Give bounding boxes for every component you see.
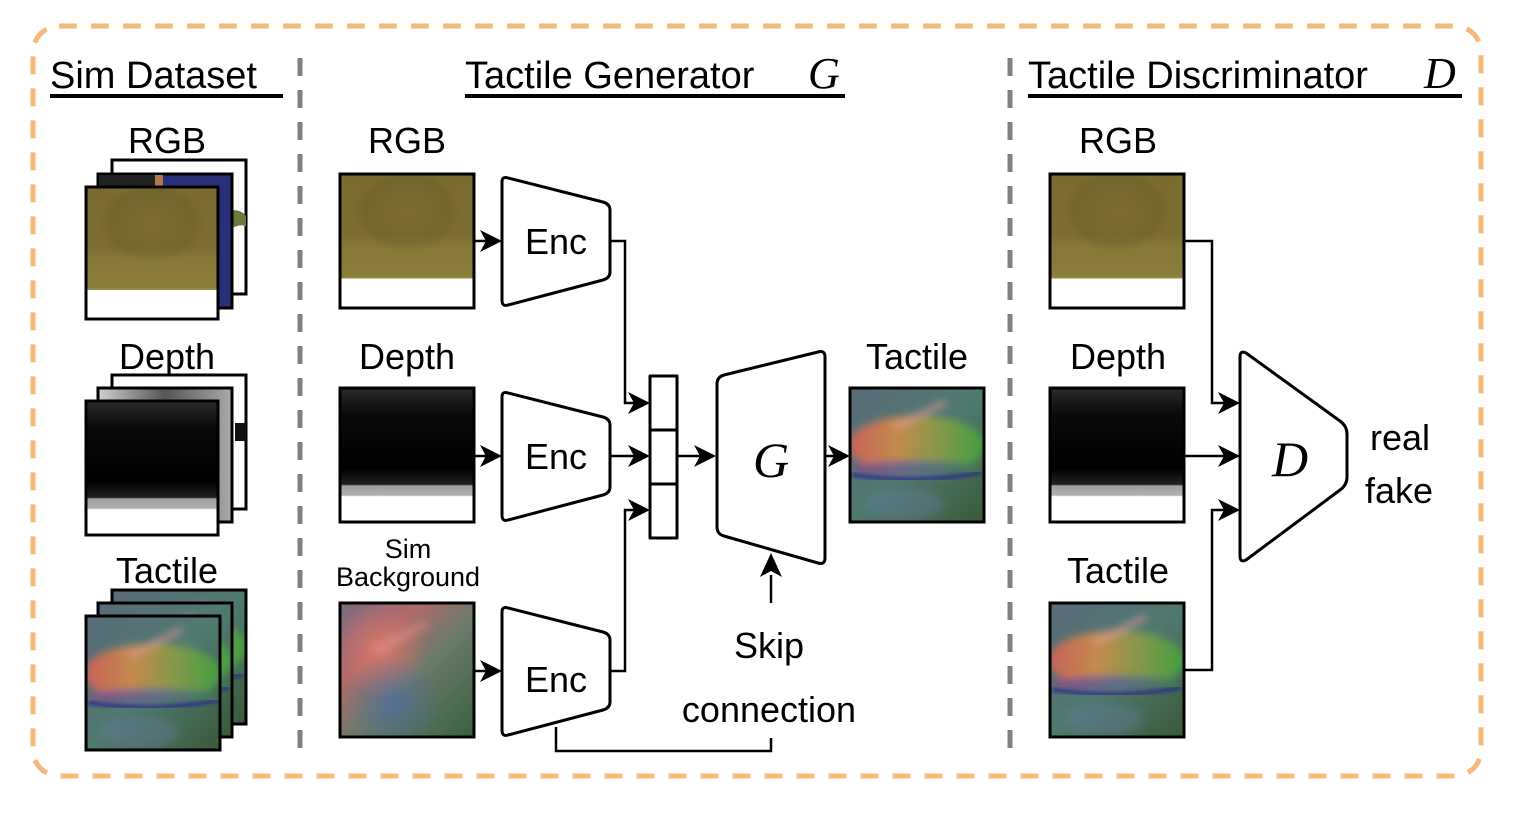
wire-enc-depth-to-concat [610, 445, 650, 467]
gen-label-output-tactile: Tactile [866, 336, 968, 377]
tactile-image-stack [84, 588, 248, 752]
section-sim-dataset: Sim Dataset RGB Depth Tactile [50, 55, 283, 752]
generator-block: G [715, 350, 827, 565]
arrow-bg-to-enc [474, 660, 502, 682]
section-title-discriminator: Tactile Discriminator [1028, 55, 1368, 97]
depth-image-stack [84, 373, 248, 537]
wire-enc-rgb-to-concat [610, 239, 650, 414]
wire-enc-bg-to-concat [610, 499, 650, 673]
wire-rgb-to-discriminator [1185, 239, 1240, 414]
skip-connection-wire [554, 553, 782, 753]
output-fake-label: fake [1365, 470, 1433, 511]
svg-text:D: D [1271, 431, 1308, 487]
section-discriminator: Tactile Discriminator D RGB Depth Tactil… [1028, 49, 1462, 739]
wire-depth-to-discriminator [1185, 445, 1240, 467]
disc-label-depth: Depth [1070, 336, 1166, 377]
arrow-rgb-to-enc [474, 230, 502, 252]
disc-tactile-image [1048, 601, 1186, 739]
arrow-generator-to-output [825, 445, 850, 467]
gen-label-background-line1: Sim [385, 534, 432, 564]
section-title-discriminator-symbol: D [1423, 49, 1456, 98]
section-title-generator-symbol: G [808, 49, 840, 98]
gen-output-tactile-image [848, 386, 986, 524]
gen-label-rgb: RGB [368, 120, 446, 161]
skip-label-line1: Skip [734, 625, 804, 666]
disc-label-tactile: Tactile [1067, 550, 1169, 591]
label-tactile: Tactile [116, 550, 218, 591]
rgb-image-stack [84, 158, 248, 321]
arrow-depth-to-enc [474, 445, 502, 467]
skip-label-line2: connection [682, 689, 856, 730]
svg-text:Enc: Enc [525, 659, 587, 700]
encoder-rgb: Enc [500, 176, 612, 307]
section-generator: Tactile Generator G RGB Depth Sim Backgr… [336, 49, 986, 753]
disc-label-rgb: RGB [1079, 120, 1157, 161]
encoder-background: Enc [500, 606, 612, 737]
svg-text:Enc: Enc [525, 221, 587, 262]
section-title-generator: Tactile Generator [465, 55, 755, 97]
arrow-concat-to-generator [677, 445, 716, 467]
disc-rgb-image [1048, 172, 1186, 310]
disc-depth-image [1048, 386, 1186, 524]
gen-label-background-line2: Background [336, 562, 480, 592]
label-rgb: RGB [128, 120, 206, 161]
output-real-label: real [1370, 417, 1430, 458]
feature-concat [648, 374, 679, 540]
discriminator-block: D [1238, 350, 1349, 563]
label-depth: Depth [119, 336, 215, 377]
section-title-sim-dataset: Sim Dataset [50, 55, 257, 97]
gen-label-depth: Depth [359, 336, 455, 377]
wire-tactile-to-discriminator [1185, 499, 1240, 672]
encoder-depth: Enc [500, 391, 612, 522]
svg-text:Enc: Enc [525, 436, 587, 477]
svg-text:G: G [753, 432, 789, 488]
